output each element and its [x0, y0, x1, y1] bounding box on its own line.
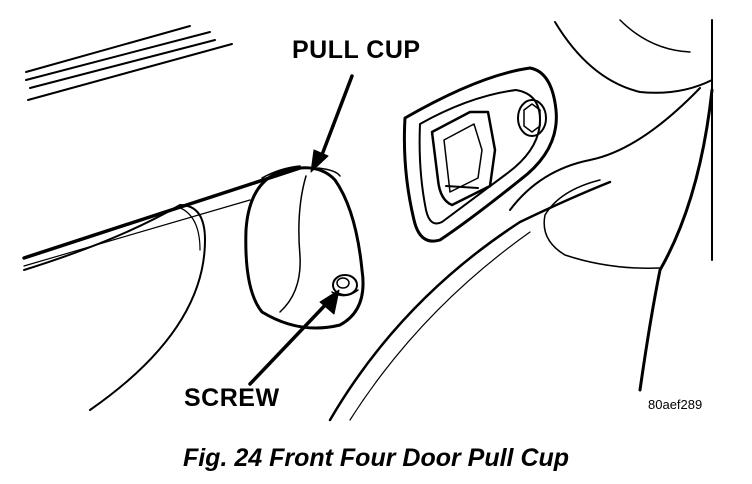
window-trim-lines — [25, 25, 233, 101]
pull-cup-label: PULL CUP — [292, 36, 421, 64]
door-armrest — [22, 166, 302, 411]
pull-cup — [244, 166, 365, 330]
lock-knob — [517, 99, 547, 137]
figure-reference-code: 80aef289 — [648, 397, 703, 412]
door-handle-bezel — [402, 66, 558, 243]
leader-arrows — [248, 74, 354, 386]
figure-caption: Fig. 24 Front Four Door Pull Cup — [182, 444, 570, 472]
door-frame-contours — [261, 19, 714, 422]
screw-label: SCREW — [184, 384, 280, 412]
